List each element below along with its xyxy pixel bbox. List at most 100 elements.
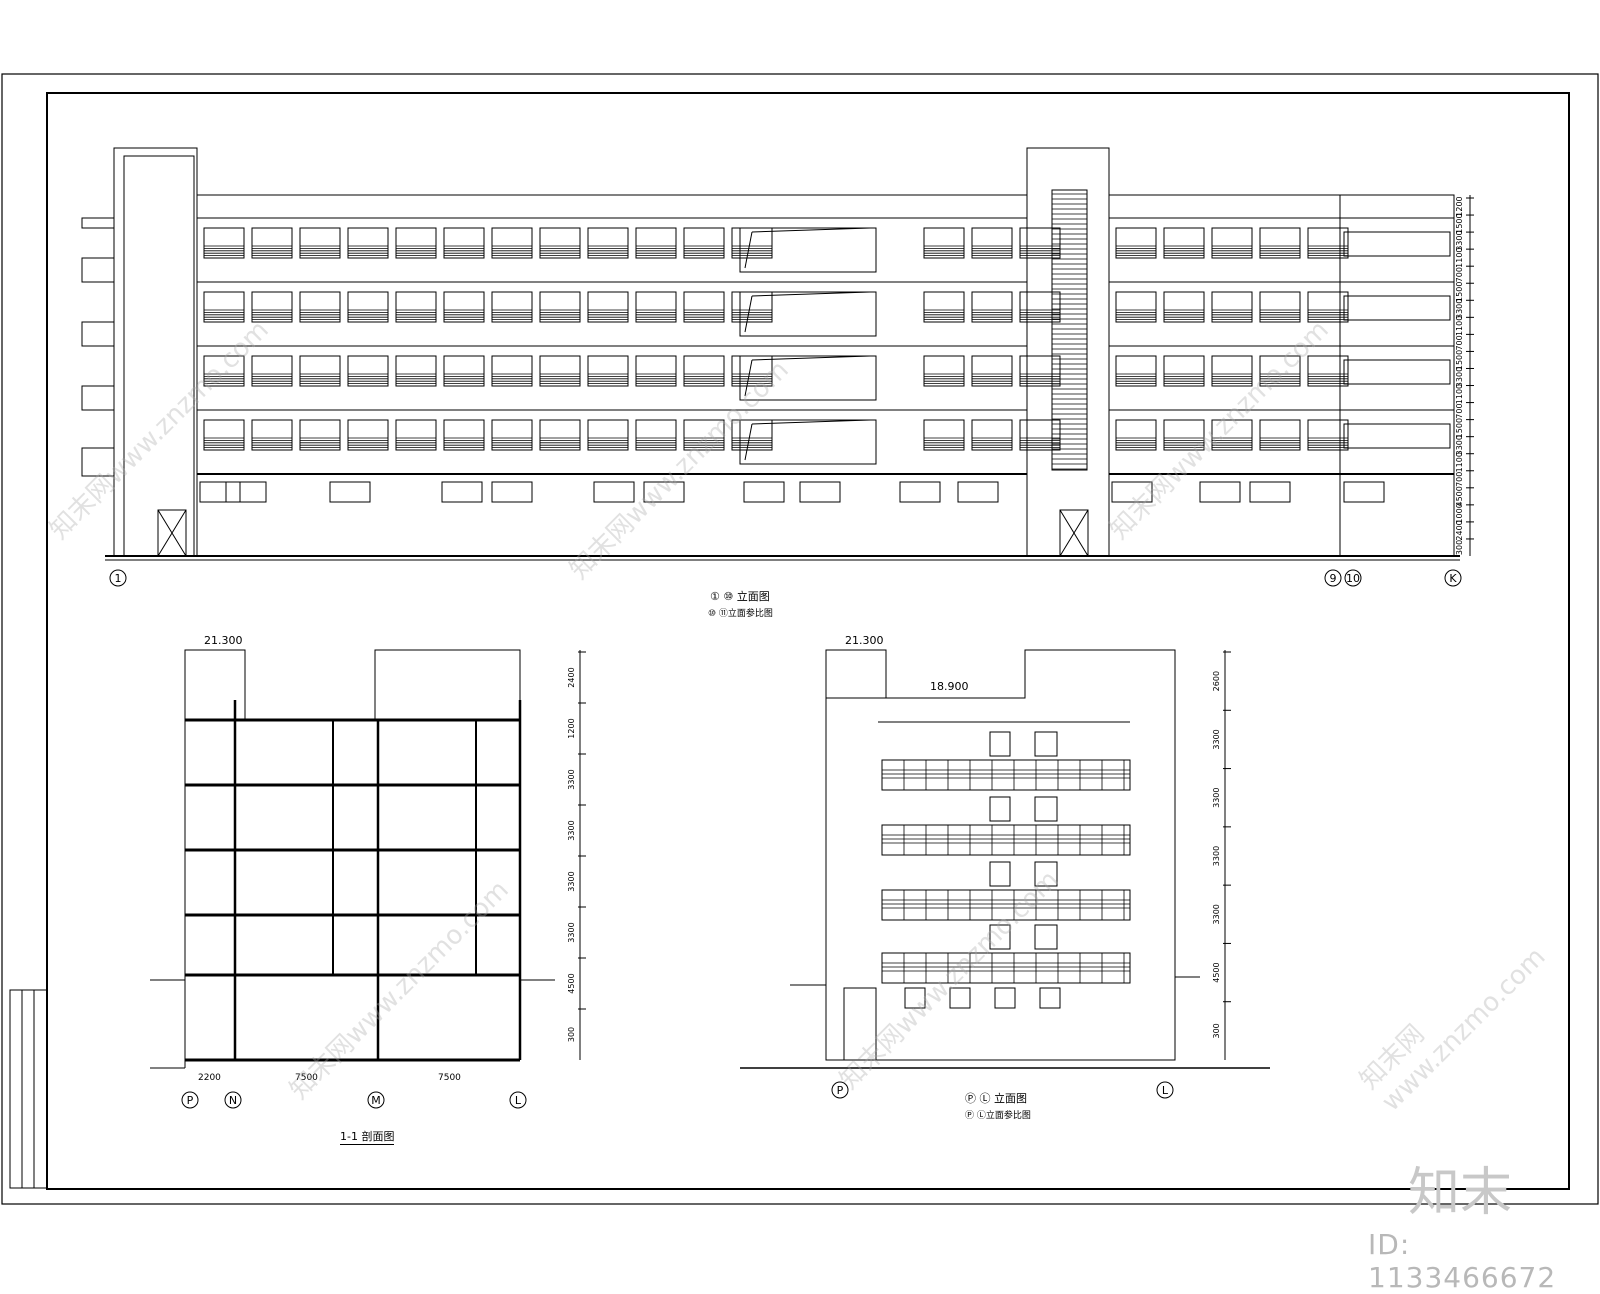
side-dim-value: 4500 (1212, 962, 1221, 982)
front-elevation (81, 147, 1471, 561)
side-dim-value: 3300 (1212, 729, 1221, 749)
front-elevation-title: ① ⑩ 立面图 (710, 590, 770, 603)
ground-window (1199, 481, 1241, 503)
front-dim-value: 1500 (1455, 350, 1464, 370)
side-window (1034, 861, 1058, 887)
window (347, 419, 389, 451)
window (683, 419, 725, 451)
window (1343, 423, 1451, 449)
window (587, 419, 629, 451)
front-dim-value: 2400 (1455, 520, 1464, 540)
window (1019, 291, 1061, 323)
window (539, 419, 581, 451)
front-dim-value: 1200 (1455, 196, 1464, 216)
side-window (989, 861, 1011, 887)
ground-window (899, 481, 941, 503)
glass-wall (739, 291, 877, 337)
section-bottom-dim-value: 7500 (438, 1073, 461, 1083)
section-axis-label: M (371, 1094, 381, 1107)
side-elevation-mid-level: 18.900 (930, 680, 969, 693)
front-dim-value: 700 (1455, 472, 1464, 487)
side-elevation-details (881, 731, 1130, 1009)
ground-window (441, 481, 483, 503)
ground-window (1111, 481, 1153, 503)
side-window (994, 987, 1016, 1009)
window (923, 355, 965, 387)
section-1-1 (150, 649, 581, 1069)
side-window (989, 796, 1011, 822)
window (1019, 419, 1061, 451)
front-axis-label: K (1449, 572, 1457, 585)
section-axis-label: L (515, 1094, 522, 1107)
window (1343, 295, 1451, 321)
outer-frame (1, 73, 1599, 1205)
glass-wall-line (751, 419, 871, 425)
side-dim-value: 2600 (1212, 671, 1221, 691)
section-axis-bubble (181, 1091, 199, 1109)
ground-window (743, 481, 785, 503)
side-axis-label: P (837, 1084, 844, 1097)
window (683, 355, 725, 387)
ground-window (329, 481, 371, 503)
window (347, 227, 389, 259)
window (1163, 291, 1205, 323)
side-elevation-subtitle: Ⓟ Ⓛ立面参比图 (965, 1111, 1031, 1121)
glass-wall-line (744, 359, 753, 397)
side-axis-bubble (1156, 1081, 1174, 1099)
front-axis-bubble (1444, 569, 1462, 587)
window (491, 355, 533, 387)
front-axis-bubble (1324, 569, 1342, 587)
side-dim-value: 3300 (1212, 904, 1221, 924)
window (1307, 355, 1349, 387)
watermark-logo: 知末 (1408, 1163, 1513, 1223)
front-elevation-subtitle: ⑩ ⑪立面参比图 (708, 609, 773, 619)
section-dim-value: 2400 (567, 667, 576, 687)
side-dim-value: 300 (1212, 1023, 1221, 1038)
window (491, 291, 533, 323)
window (443, 291, 485, 323)
section-dim-value: 3300 (567, 820, 576, 840)
ground-window (1249, 481, 1291, 503)
window (539, 227, 581, 259)
section-dim-value: 4500 (567, 973, 576, 993)
window (971, 227, 1013, 259)
side-window (949, 987, 971, 1009)
window (203, 227, 245, 259)
window (1163, 419, 1205, 451)
side-axis-bubble (831, 1081, 849, 1099)
window (491, 419, 533, 451)
window (203, 355, 245, 387)
window (1307, 419, 1349, 451)
window (1019, 227, 1061, 259)
window (635, 355, 677, 387)
front-axis-label: 9 (1330, 572, 1337, 585)
front-dim-value: 700 (1455, 403, 1464, 418)
window (587, 227, 629, 259)
window (1115, 291, 1157, 323)
window (683, 291, 725, 323)
title-block (9, 989, 48, 1189)
window (1211, 419, 1253, 451)
ground-window (957, 481, 999, 503)
window (635, 419, 677, 451)
section-top-level: 21.300 (204, 634, 243, 647)
window (923, 419, 965, 451)
section-bottom-dim-value: 2200 (198, 1073, 221, 1083)
section-axis-label: P (187, 1094, 194, 1107)
window (1259, 291, 1301, 323)
window (299, 419, 341, 451)
side-window (904, 987, 926, 1009)
window (1259, 355, 1301, 387)
section-dim-value: 300 (567, 1027, 576, 1042)
window (491, 227, 533, 259)
section-dim-value: 3300 (567, 922, 576, 942)
section-axis-bubble (509, 1091, 527, 1109)
window (1343, 231, 1451, 257)
front-dim-value: 1000 (1455, 503, 1464, 523)
front-axis-label: 10 (1346, 572, 1360, 585)
